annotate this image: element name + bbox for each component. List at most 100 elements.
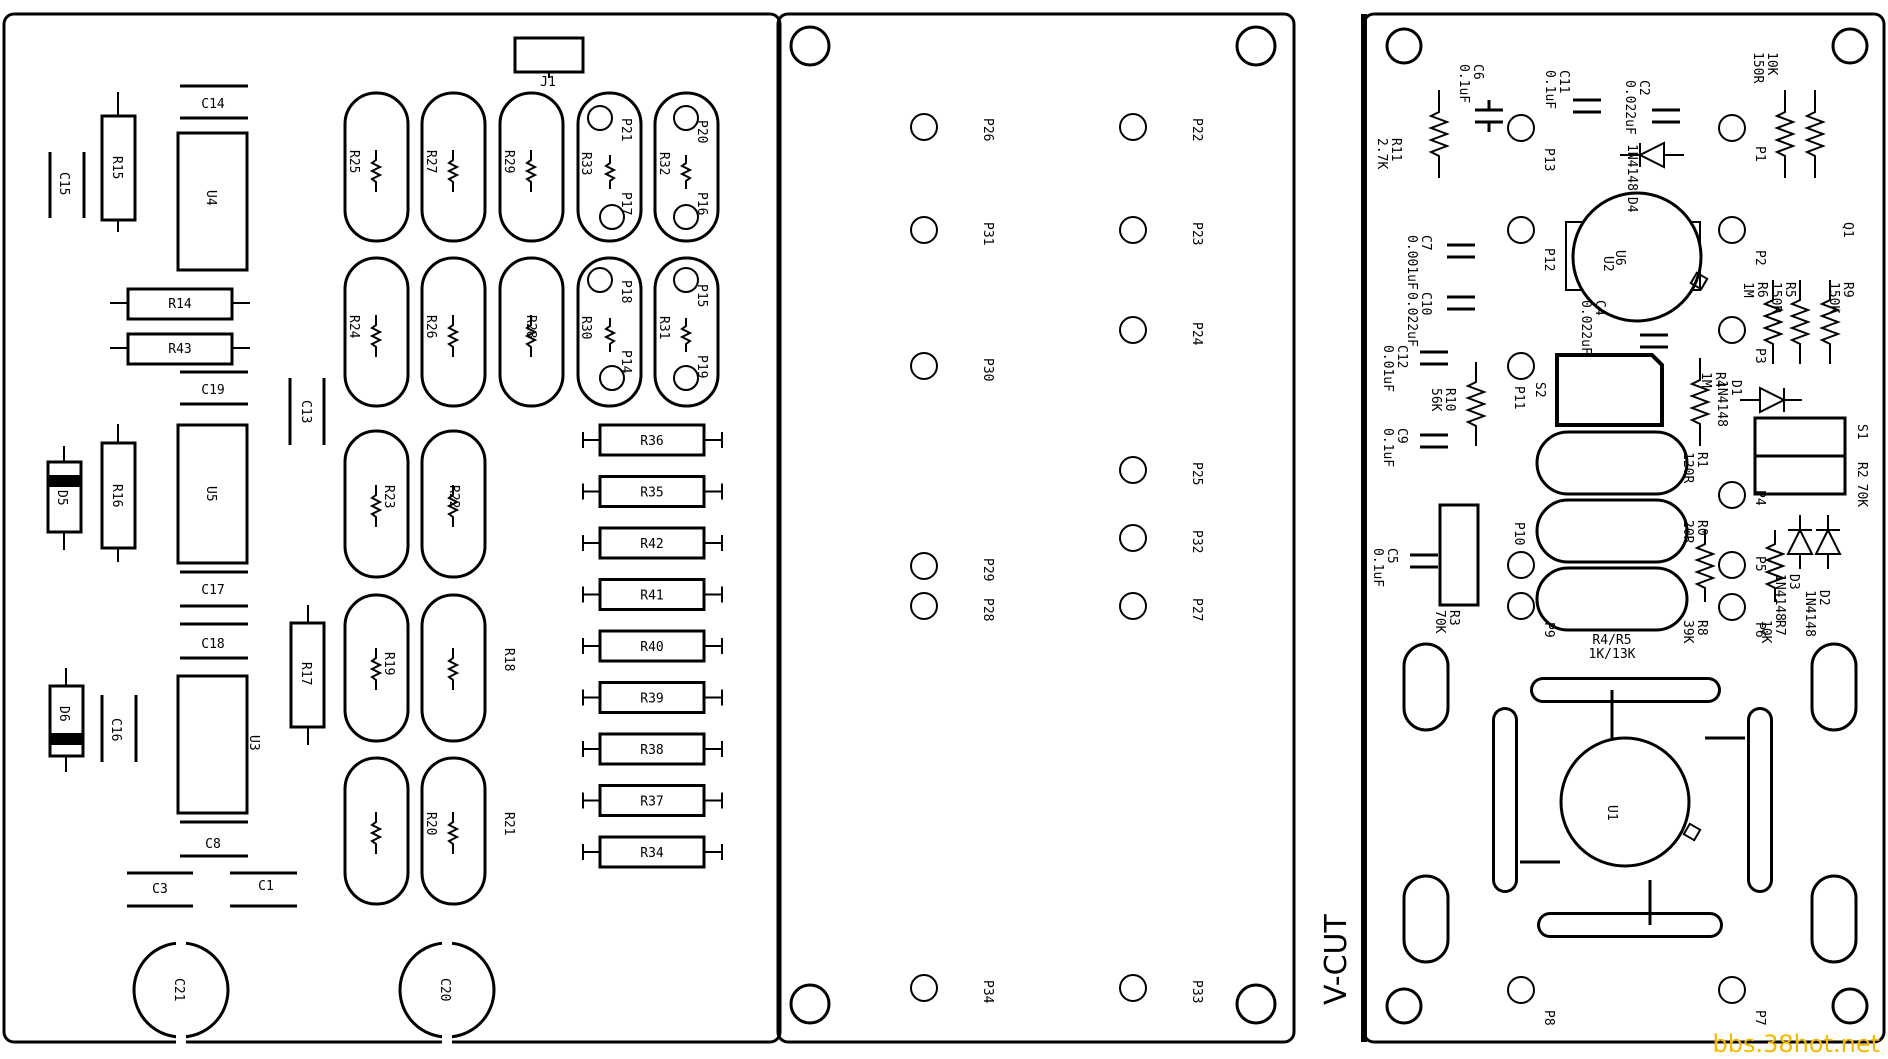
- label-c12: C120.01uF: [1380, 345, 1409, 392]
- label-p15: P15: [694, 284, 709, 307]
- label-p26: P26: [980, 118, 995, 141]
- label-r7: R710K: [1758, 620, 1787, 644]
- label-d3: D31N4148: [1772, 574, 1801, 621]
- label-r32: R32: [656, 152, 671, 175]
- label-p4: P4: [1752, 490, 1767, 506]
- label-p18: P18: [618, 280, 633, 303]
- label-p8: P8: [1541, 1010, 1556, 1026]
- label-p7: P7: [1752, 1010, 1767, 1026]
- label-c4: C40.022uF: [1578, 300, 1607, 355]
- axial-resistor-body: [598, 732, 706, 766]
- label-r14: R14: [168, 297, 192, 312]
- left-panel-labels: J1 C14 C19 C17 C18 C8 C3 C1 C15 C13 C16 …: [54, 75, 709, 1001]
- label-p6: P6: [1752, 622, 1767, 638]
- label-r22: R22: [446, 485, 461, 508]
- label-r24: R24: [346, 315, 361, 339]
- label-r17: R17: [298, 662, 313, 685]
- label-r3: R370K: [1432, 610, 1461, 634]
- label-p24: P24: [1189, 322, 1204, 346]
- label-p25: P25: [1189, 462, 1204, 485]
- label-p1: P1: [1752, 146, 1767, 162]
- label-p31: P31: [980, 222, 995, 245]
- axial-resistor-label: R42: [640, 537, 663, 552]
- label-r2: R270K: [1854, 462, 1869, 507]
- axial-resistor-body: [598, 681, 706, 714]
- label-p2: P2: [1752, 250, 1767, 266]
- label-p29: P29: [980, 558, 995, 581]
- label-c3: C3: [152, 882, 168, 897]
- label-p32: P32: [1189, 530, 1204, 553]
- label-c5: C50.1uF: [1370, 548, 1399, 587]
- label-r9: R9150K: [1826, 282, 1855, 313]
- label-c15: C15: [56, 172, 71, 195]
- axial-resistor-label: R34: [640, 846, 664, 861]
- axial-resistor-label: R37: [640, 795, 663, 810]
- middle-panel-outline: [776, 12, 1296, 1044]
- label-r11: R112.7K: [1374, 138, 1403, 169]
- left-panel-outline: [2, 12, 782, 1044]
- axial-resistor-body: [598, 475, 706, 508]
- label-r20: R20: [423, 812, 438, 835]
- label-r10: R1056K: [1428, 388, 1457, 412]
- axial-resistor-label: R41: [640, 589, 663, 604]
- label-c2: C20.022uF: [1622, 80, 1651, 135]
- label-p11: P11: [1511, 386, 1526, 409]
- label-c10: C100.022uF: [1404, 292, 1433, 347]
- label-c13: C13: [298, 400, 313, 423]
- label-p20: P20: [694, 120, 709, 143]
- label-p33: P33: [1189, 980, 1204, 1003]
- label-c1: C1: [258, 879, 274, 894]
- label-p19: P19: [694, 355, 709, 378]
- label-p5: P5: [1752, 556, 1767, 572]
- axial-resistor-label: R39: [640, 692, 663, 707]
- label-r29: R29: [501, 150, 516, 173]
- label-p22: P22: [1189, 118, 1204, 141]
- axial-resistor-body: [598, 423, 706, 457]
- label-d5: D5: [54, 490, 69, 506]
- label-r0: R020R: [1680, 520, 1709, 544]
- label-r30: R30: [578, 316, 593, 339]
- label-p16: P16: [694, 192, 709, 215]
- label-r18: R18: [501, 648, 516, 671]
- axial-resistor-body: [598, 784, 706, 817]
- middle-panel-labels: P26 P31 P30 P29 P28 P34 P22 P23 P24 P25 …: [980, 118, 1204, 1004]
- label-c14: C14: [201, 97, 225, 112]
- label-p21: P21: [618, 118, 633, 141]
- label-p23: P23: [1189, 222, 1204, 245]
- label-r15: R15: [109, 156, 124, 179]
- label-u5: U5: [203, 486, 218, 502]
- label-r25: R25: [346, 150, 361, 173]
- label-p12: P12: [1541, 248, 1556, 271]
- axial-resistor-label: R35: [640, 486, 663, 501]
- label-p13: P13: [1541, 148, 1556, 171]
- label-c9: C90.1uF: [1380, 428, 1409, 467]
- label-p30: P30: [980, 358, 995, 381]
- label-d2: D21N4148: [1802, 590, 1831, 637]
- label-p14: P14: [618, 350, 633, 374]
- label-s1: S1: [1854, 424, 1869, 440]
- label-s2: S2: [1532, 382, 1547, 398]
- label-p9: P9: [1541, 622, 1556, 638]
- label-r13-r12: 10K150R: [1750, 52, 1779, 83]
- label-p17: P17: [618, 192, 633, 215]
- label-j1: J1: [540, 75, 556, 90]
- label-u1: U1: [1604, 805, 1619, 821]
- label-c19: C19: [201, 383, 224, 398]
- label-c16: C16: [108, 718, 123, 741]
- label-r1: R1120R: [1680, 452, 1709, 483]
- label-r26: R26: [423, 315, 438, 338]
- label-d1: D11N4148: [1714, 380, 1743, 427]
- label-r33: R33: [578, 152, 593, 175]
- label-r19: R19: [381, 652, 396, 675]
- right-panel-labels: P1 P2 P3 P4 P5 P6 P7 P8 P9 P10 P11 P12 P…: [1370, 52, 1869, 1026]
- label-r16: R16: [109, 484, 124, 507]
- label-r23: R23: [381, 485, 396, 508]
- label-u3: U3: [246, 735, 261, 751]
- label-r8: R839K: [1680, 620, 1709, 644]
- label-p10: P10: [1511, 522, 1526, 545]
- label-q1: Q1: [1840, 222, 1855, 238]
- label-u6: U6: [1612, 250, 1627, 266]
- watermark-text: bbs.38hot.net: [1713, 1030, 1880, 1058]
